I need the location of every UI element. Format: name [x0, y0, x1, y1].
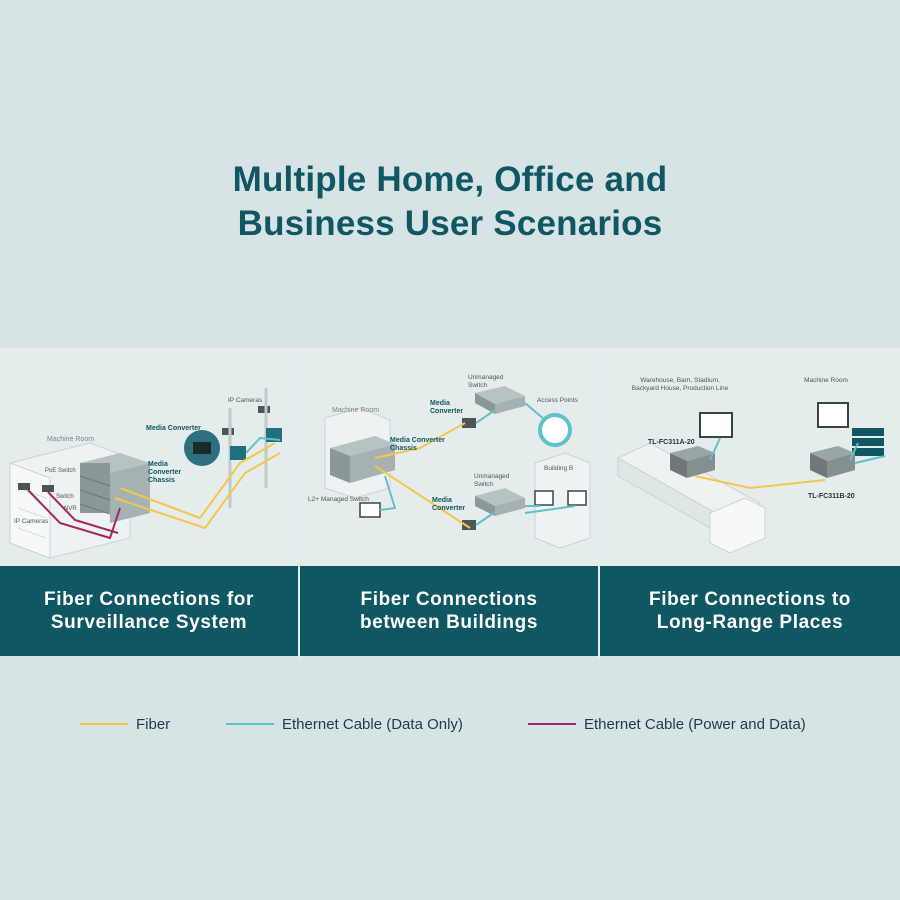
buildings-illustration: Machine Room Unmanaged Switch Media Conv… — [300, 348, 598, 566]
label-unmanaged-top-l1: Unmanaged — [468, 374, 504, 381]
legend-label-ethernet-power: Ethernet Cable (Power and Data) — [584, 715, 806, 733]
label-unmanaged-bottom-l1: Unmanaged — [474, 473, 510, 480]
small-converter-icon — [462, 418, 476, 428]
label-machine-room: Machine Room — [47, 436, 94, 443]
legend-label-ethernet-data: Ethernet Cable (Data Only) — [282, 715, 463, 733]
long-range-illustration: Warehouse, Barn, Stadium, Backyard House… — [600, 348, 900, 566]
caption-surveillance: Fiber Connections for Surveillance Syste… — [0, 566, 298, 656]
label-nvr: NVR — [64, 506, 77, 512]
label-model-a: TL-FC311A-20 — [648, 439, 695, 446]
label-mc-top-l2: Converter — [430, 408, 463, 415]
label-chassis-l1: Media — [148, 461, 168, 468]
label-building-b: Building B — [544, 465, 573, 472]
small-converter-icon — [462, 520, 476, 530]
page-title-line1: Multiple Home, Office and — [232, 160, 668, 199]
surveillance-diagram: Machine Room PoE Switch Switch NVR IP Ca… — [9, 388, 282, 559]
page-title-line2: Business User Scenarios — [237, 204, 663, 243]
unmanaged-switch-bottom — [475, 488, 525, 506]
label-media-converter: Media Converter — [146, 425, 201, 432]
label-ip-cameras-right: IP Cameras — [228, 397, 263, 404]
label-ip-cameras-left: IP Cameras — [14, 518, 49, 525]
panel-buildings: Machine Room Unmanaged Switch Media Conv… — [300, 348, 600, 658]
monitor-icon — [567, 490, 587, 506]
long-range-diagram: Warehouse, Barn, Stadium, Backyard House… — [616, 377, 886, 554]
label-unmanaged-bottom-l2: Switch — [474, 481, 494, 488]
label-places-l2: Backyard House, Production Line — [632, 385, 729, 392]
label-l2-switch: L2+ Managed Switch — [308, 496, 369, 503]
label-switch: Switch — [56, 494, 74, 500]
page-title: Multiple Home, Office and Business User … — [0, 158, 900, 246]
production-line — [616, 442, 766, 554]
caption-line1: Fiber Connections for — [44, 589, 254, 610]
caption-line1: Fiber Connections — [360, 589, 538, 610]
label-chassis-l3: Chassis — [148, 477, 175, 484]
panel-long-range: Warehouse, Barn, Stadium, Backyard House… — [600, 348, 900, 658]
camera-icon — [18, 406, 270, 492]
monitor-icon — [359, 502, 381, 518]
label-model-b: TL-FC311B-20 — [808, 493, 855, 500]
label-machine-room: Machine Room — [332, 407, 379, 414]
label-mc-bottom-l2: Converter — [432, 505, 465, 512]
caption-long-range: Fiber Connections to Long-Range Places — [600, 566, 900, 656]
unmanaged-switch-top — [475, 386, 525, 404]
legend-swatch-ethernet-data — [226, 723, 274, 725]
converter-b-icon — [810, 446, 855, 478]
panel-surveillance: Machine Room PoE Switch Switch NVR IP Ca… — [0, 348, 300, 658]
building-b — [534, 452, 591, 549]
legend-swatch-fiber — [80, 723, 128, 725]
label-poe-switch: PoE Switch — [45, 468, 76, 474]
label-chassis-l2: Chassis — [390, 445, 417, 452]
converter-a-icon — [670, 446, 715, 478]
surveillance-illustration: Machine Room PoE Switch Switch NVR IP Ca… — [0, 348, 298, 566]
cable-legend: Fiber Ethernet Cable (Data Only) Etherne… — [0, 712, 900, 736]
converter-chassis — [79, 453, 150, 523]
legend-item-ethernet-data: Ethernet Cable (Data Only) — [226, 712, 463, 736]
caption-buildings: Fiber Connections between Buildings — [300, 566, 598, 656]
label-mc-top-l1: Media — [430, 400, 450, 407]
caption-line2: Long-Range Places — [656, 612, 844, 633]
label-unmanaged-top-l2: Switch — [468, 382, 488, 389]
small-converter-icon — [230, 446, 246, 460]
legend-item-ethernet-power: Ethernet Cable (Power and Data) — [528, 712, 806, 736]
label-chassis-l1: Media Converter — [390, 437, 445, 444]
caption-line2: between Buildings — [359, 612, 539, 633]
caption-line1: Fiber Connections to — [649, 589, 851, 610]
legend-item-fiber: Fiber — [80, 712, 170, 736]
label-chassis-l2: Converter — [148, 469, 181, 476]
monitor-icon — [817, 402, 849, 428]
server-icon — [852, 428, 884, 456]
label-access-points: Access Points — [537, 397, 579, 404]
caption-line2: Surveillance System — [50, 612, 248, 633]
label-places-l1: Warehouse, Barn, Stadium, — [640, 377, 720, 384]
buildings-diagram: Machine Room Unmanaged Switch Media Conv… — [308, 374, 591, 549]
legend-swatch-ethernet-power — [528, 723, 576, 725]
monitor-icon — [534, 490, 554, 506]
legend-label-fiber: Fiber — [136, 715, 171, 733]
scenario-panels: Machine Room PoE Switch Switch NVR IP Ca… — [0, 348, 900, 658]
label-machine-room: Machine Room — [804, 377, 848, 384]
access-point-icon — [538, 413, 572, 447]
label-mc-bottom-l1: Media — [432, 497, 452, 504]
converter-chassis — [330, 436, 395, 483]
monitor-icon — [699, 412, 733, 438]
